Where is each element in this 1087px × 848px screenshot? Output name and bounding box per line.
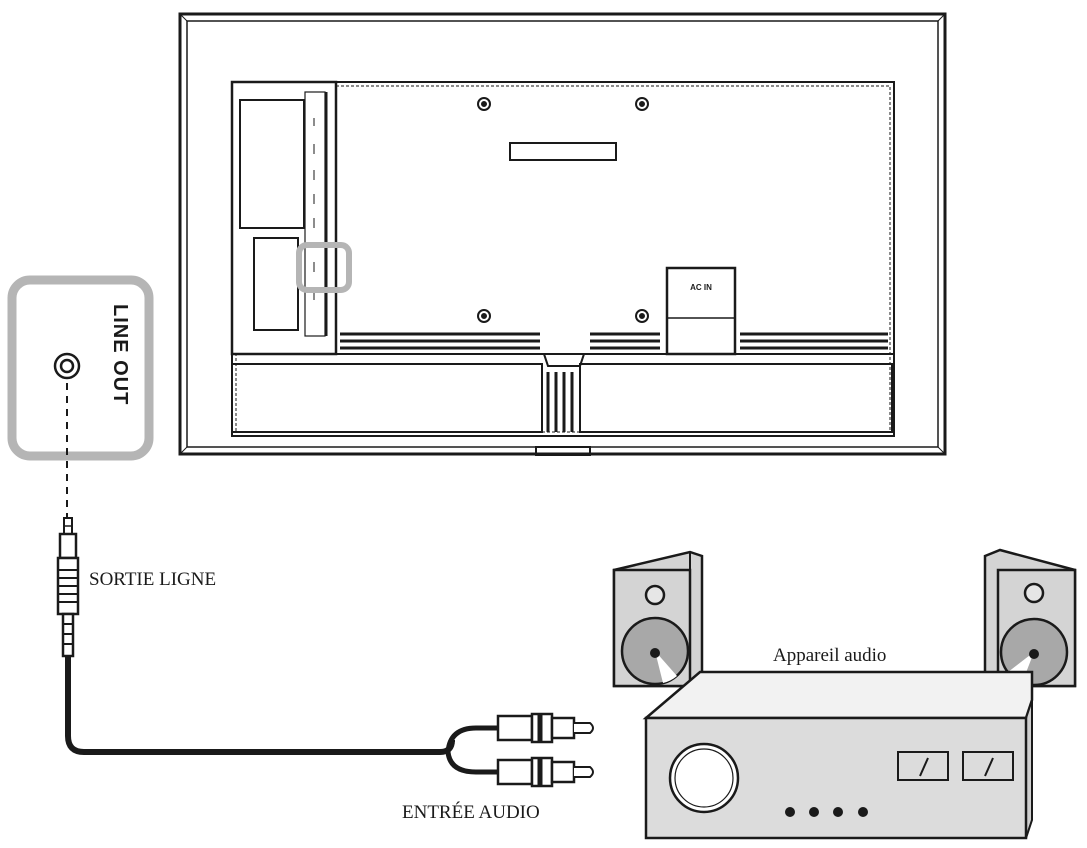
mounting-screws [477,97,649,323]
line-out-label: LINE OUT [109,304,131,405]
speaker-left [612,550,704,688]
tv-back-panel: AC IN [178,12,947,456]
speaker-right [983,548,1077,688]
ac-in-block: AC IN [665,266,737,356]
cable-split [445,725,500,775]
io-panel [230,80,352,356]
vu-meter-right [962,751,1014,781]
mini-jack-plug [56,517,80,658]
tweeter-icon [1023,582,1045,604]
amplifier [642,670,1034,840]
vu-meter-left [897,751,949,781]
line-out-callout: LINE OUT [7,275,154,461]
rca-label: ENTRÉE AUDIO [402,801,540,823]
audio-cable [65,656,455,755]
line-out-port-highlight [296,242,352,293]
jack-label: SORTIE LIGNE [89,569,216,590]
tweeter-icon [644,584,666,606]
label-plate [509,142,617,161]
rca-plug-lower [496,756,594,788]
vent-slats [340,332,888,350]
control-dots [785,807,868,817]
rca-plug-upper [496,712,594,744]
tv-stand [231,353,894,456]
device-label: Appareil audio [773,645,886,666]
volume-knob-icon [668,742,740,814]
ac-in-label: AC IN [690,283,712,292]
